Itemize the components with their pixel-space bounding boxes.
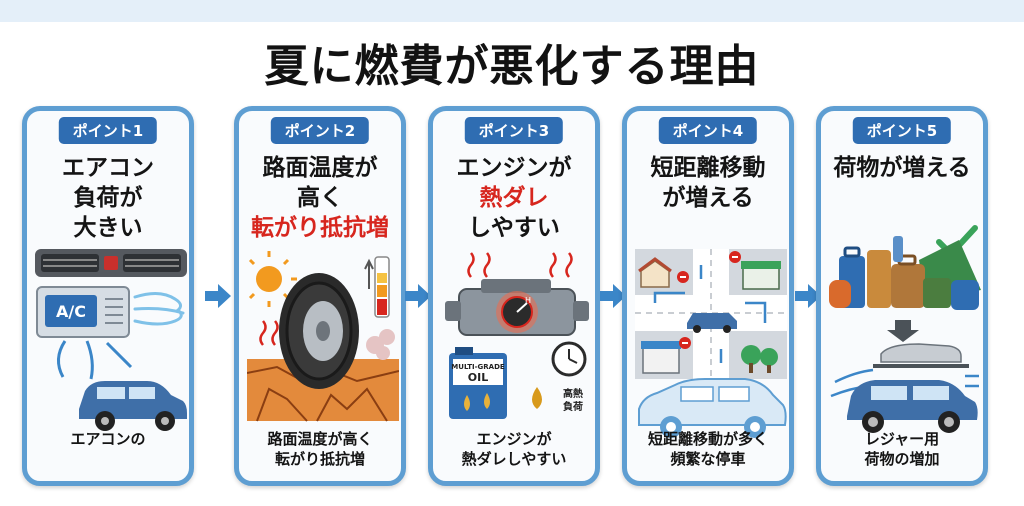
point-caption-1: エアコンの <box>27 429 189 449</box>
hot-road-tire-illustration <box>247 251 399 422</box>
heading-line: 短距離移動 <box>650 155 766 181</box>
heading-line: 負荷が <box>73 185 143 211</box>
caption-line: 荷物の増加 <box>864 450 940 468</box>
heat-load-label-1: 高熱 <box>563 387 583 400</box>
cold-wind-icon <box>133 292 185 326</box>
heading-line: しやすい <box>468 215 560 241</box>
flow-arrow-icon <box>600 284 626 308</box>
route-arrows-icon <box>653 265 767 363</box>
caption-line: 熱ダレしやすい <box>461 450 567 468</box>
clock-icon <box>551 341 587 377</box>
tire-icon <box>279 273 359 389</box>
ac-unit-icon: A/C <box>36 286 130 338</box>
caption-line: レジャー用 <box>864 430 940 448</box>
point-caption-2: 路面温度が高く 転がり抵抗増 <box>239 429 401 469</box>
point-heading-2: 路面温度が 高く 転がり抵抗増 <box>239 153 401 243</box>
flow-arrows-icon <box>57 340 133 380</box>
air-conditioner-illustration: A/C <box>35 249 187 431</box>
caption-line: 短距離移動が多く <box>647 430 768 448</box>
down-arrow-icon <box>887 320 919 342</box>
tree-icon <box>741 345 778 373</box>
oil-can-icon: MULTI-GRADE OIL <box>449 347 507 419</box>
smoke-icon <box>366 329 395 360</box>
top-banner-strip <box>0 0 1024 22</box>
point-heading-4: 短距離移動 が増える <box>627 153 789 213</box>
point-heading-3: エンジンが 熱ダレ しやすい <box>433 153 595 243</box>
flow-arrow-icon <box>795 284 821 308</box>
temperature-gauge-icon: H <box>496 291 538 333</box>
car-icon <box>79 381 187 431</box>
city-map-illustration <box>635 249 787 438</box>
heading-line: 路面温度が <box>262 155 378 181</box>
point-card-5: ポイント5 荷物が増える <box>816 106 988 486</box>
heading-line: 大きい <box>73 215 143 241</box>
point-badge-5: ポイント5 <box>852 117 952 144</box>
heading-line: が増える <box>662 185 754 211</box>
caption-line: エアコンの <box>70 430 146 448</box>
point-heading-1: エアコン 負荷が 大きい <box>27 153 189 243</box>
shop-icon <box>741 261 781 290</box>
flow-arrow-icon <box>405 284 431 308</box>
page-title: 夏に燃費が悪化する理由 <box>264 41 760 92</box>
oil-label-1: MULTI-GRADE <box>451 363 505 371</box>
caption-line: 転がり抵抗増 <box>274 450 365 468</box>
heading-line: エンジンが <box>456 155 572 181</box>
point-heading-5: 荷物が増える <box>821 153 983 183</box>
point-badge-1: ポイント1 <box>58 117 158 144</box>
overheating-engine-illustration: H MULTI-GRADE OIL 高熱 負荷 <box>445 252 589 419</box>
point-badge-4: ポイント4 <box>658 117 758 144</box>
heat-wave-icon <box>259 320 279 346</box>
car-icon <box>638 378 787 438</box>
ac-label: A/C <box>56 302 86 321</box>
house-icon <box>638 257 672 288</box>
temperature-meter-icon <box>364 256 390 318</box>
stop-sign-icon <box>677 251 741 349</box>
oil-label-2: OIL <box>468 371 488 384</box>
heading-line: 高く <box>297 185 343 211</box>
heat-load-label-2: 負荷 <box>563 400 583 413</box>
heading-line-highlight: 転がり抵抗増 <box>251 215 389 241</box>
caption-line: エンジンが <box>476 430 552 448</box>
point-card-2: ポイント2 路面温度が 高く 転がり抵抗増 <box>234 106 406 486</box>
point-caption-4: 短距離移動が多く 頻繁な停車 <box>627 429 789 469</box>
store-icon <box>641 341 681 374</box>
heading-line: エアコン <box>62 155 154 181</box>
heading-line: 荷物が増える <box>833 155 971 181</box>
point-badge-2: ポイント2 <box>270 117 370 144</box>
luggage-illustration <box>829 225 981 433</box>
heading-line-highlight: 熱ダレ <box>479 185 549 211</box>
oil-drop-icon <box>532 387 542 409</box>
point-card-4: ポイント4 短距離移動 が増える <box>622 106 794 486</box>
car-icon <box>847 364 978 433</box>
heat-wave-icon <box>467 252 573 278</box>
point-caption-3: エンジンが 熱ダレしやすい <box>433 429 595 469</box>
point-card-1: ポイント1 エアコン 負荷が 大きい A/C <box>22 106 194 486</box>
small-car-icon <box>687 313 737 333</box>
flow-arrow-icon <box>205 284 231 308</box>
luggage-pile-icon <box>829 236 981 310</box>
point-caption-5: レジャー用 荷物の増加 <box>821 429 983 469</box>
caption-line: 頻繁な停車 <box>670 450 746 468</box>
point-card-3: ポイント3 エンジンが 熱ダレ しやすい H <box>428 106 600 486</box>
gauge-label: H <box>525 296 531 305</box>
point-badge-3: ポイント3 <box>464 117 564 144</box>
air-vent-icon <box>35 249 187 277</box>
roof-box-icon <box>880 343 962 363</box>
caption-line: 路面温度が高く <box>267 430 373 448</box>
